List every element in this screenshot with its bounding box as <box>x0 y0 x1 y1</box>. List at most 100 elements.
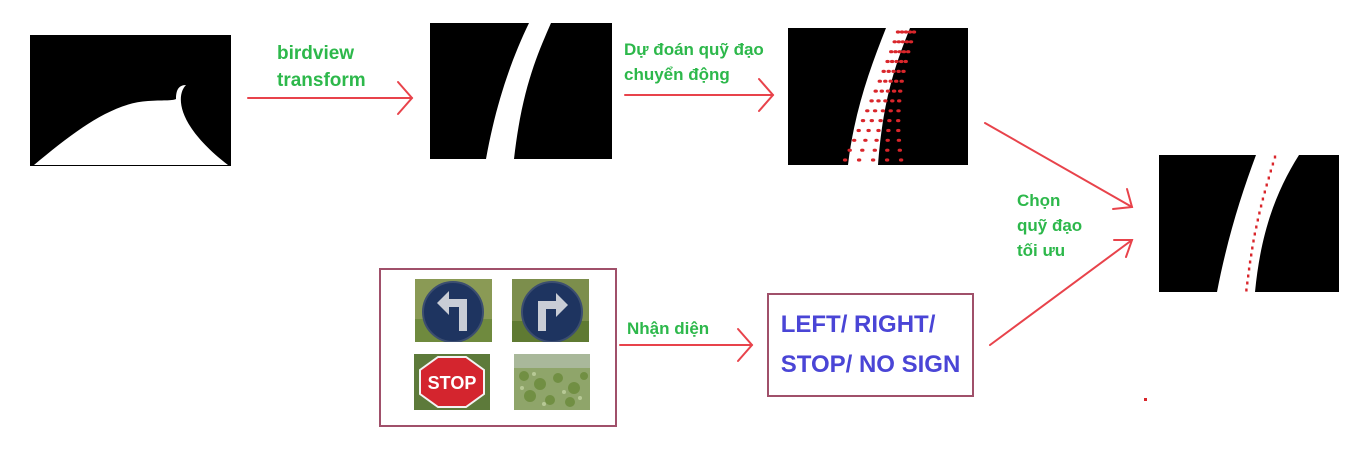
arrow-birdview <box>247 81 414 115</box>
optimal-trajectory-dot <box>1247 274 1250 278</box>
trajectory-dot <box>903 30 909 34</box>
choose-label: Chọn quỹ đạo tối ưu <box>1017 191 1083 260</box>
trajectory-dot <box>856 128 861 133</box>
stop-sign-text: STOP <box>428 373 477 393</box>
optimal-trajectory-dot <box>1273 155 1277 159</box>
optimal-trajectory-dot <box>1248 260 1252 264</box>
traffic-signs-box <box>379 268 617 427</box>
trajectory-dot <box>896 69 901 73</box>
trajectory-dot <box>896 119 901 123</box>
trajectory-dot <box>886 69 891 73</box>
arrow-choose-top <box>984 122 1134 210</box>
classification-result-box: LEFT/ RIGHT/ STOP/ NO SIGN <box>767 293 974 397</box>
optimal-trajectory-dot <box>1263 190 1266 194</box>
trajectory-dot <box>889 59 895 64</box>
trajectory-dot <box>881 69 886 73</box>
trajectory-dot <box>888 109 893 113</box>
trajectory-dot <box>885 89 891 93</box>
arrow-predict <box>624 78 775 112</box>
trajectory-dot <box>863 138 868 142</box>
trajectory-dot <box>860 119 866 123</box>
trajectory-dot <box>900 40 905 44</box>
trajectory-dot <box>874 138 879 142</box>
trajectory-dot <box>878 119 883 123</box>
trajectory-dot <box>860 148 865 152</box>
trajectory-dot <box>880 109 886 113</box>
trajectory-dot <box>869 119 874 123</box>
trajectory-dot <box>883 99 888 103</box>
optimal-trajectory-image <box>1159 155 1339 292</box>
optimal-trajectory-dot <box>1256 218 1259 222</box>
trajectory-dot <box>865 109 870 113</box>
optimal-trajectory-dot <box>1245 288 1248 292</box>
optimal-trajectory-dot <box>1253 232 1256 236</box>
trajectory-prediction-image <box>788 28 968 165</box>
trajectory-dot <box>896 138 902 142</box>
trajectory-dot <box>842 158 848 162</box>
trajectory-dot <box>891 69 896 73</box>
trajectory-dot <box>876 99 881 103</box>
trajectory-dot <box>907 30 913 34</box>
optimal-trajectory-dot <box>1258 211 1261 215</box>
trajectory-dot <box>897 148 902 152</box>
trajectory-dot <box>873 89 878 93</box>
trajectory-dot <box>883 79 888 83</box>
optimal-trajectory-dot <box>1250 253 1253 257</box>
trajectory-dot <box>899 79 904 83</box>
stray-dot <box>1144 398 1147 401</box>
optimal-trajectory-dot <box>1269 169 1272 173</box>
trajectory-dot <box>894 79 899 83</box>
optimal-trajectory-dot <box>1246 281 1249 285</box>
trajectory-dot <box>899 59 904 64</box>
trajectory-dot <box>901 50 907 54</box>
classification-result-text: LEFT/ RIGHT/ STOP/ NO SIGN <box>780 311 961 378</box>
trajectory-dot <box>885 138 890 142</box>
left-turn-sign-icon <box>415 279 492 342</box>
birdview-label: birdview transform <box>277 43 366 91</box>
predict-label: Dự đoán quỹ đạo chuyển động <box>624 40 764 84</box>
optimal-trajectory-dot <box>1247 267 1251 271</box>
trajectory-dot <box>896 109 901 113</box>
trajectory-dot <box>872 109 878 113</box>
trajectory-dot <box>870 158 876 162</box>
trajectory-dot <box>904 40 910 44</box>
optimal-trajectory-dot <box>1259 204 1263 208</box>
trajectory-dot <box>895 30 901 34</box>
trajectory-dot <box>901 69 906 73</box>
trajectory-dot <box>887 119 892 123</box>
trajectory-dot <box>856 158 862 162</box>
trajectory-dot <box>893 50 898 54</box>
optimal-trajectory-dot <box>1255 225 1258 229</box>
recognize-label: Nhận diện <box>627 319 710 338</box>
trajectory-dot <box>898 89 903 93</box>
right-turn-sign-icon <box>512 279 589 342</box>
optimal-trajectory-dot <box>1267 176 1270 180</box>
optimal-trajectory-dot <box>1261 197 1265 201</box>
trajectory-dot <box>898 158 904 162</box>
trajectory-dot <box>884 158 890 162</box>
trajectory-dot <box>847 148 852 152</box>
trajectory-dot <box>906 50 911 54</box>
trajectory-dot <box>896 128 901 133</box>
optimal-trajectory-dot <box>1271 162 1275 166</box>
trajectory-dot <box>897 99 902 103</box>
trajectory-dot <box>891 89 897 93</box>
trajectory-dot <box>897 50 902 54</box>
trajectory-dot <box>869 99 874 103</box>
trajectory-dot <box>896 40 901 44</box>
trajectory-dot <box>876 128 881 133</box>
trajectory-dot <box>879 89 884 93</box>
stop-sign-icon: STOP <box>414 354 490 410</box>
trajectory-dot <box>911 30 917 34</box>
trajectory-dot <box>852 138 857 142</box>
trajectory-dot <box>885 148 890 152</box>
trajectory-dot <box>892 40 897 44</box>
arrow-recognize <box>619 328 754 362</box>
no-sign-grass-image <box>514 354 590 410</box>
trajectory-dot <box>885 59 890 64</box>
trajectory-dot <box>866 128 871 133</box>
birdview-image <box>430 23 612 159</box>
trajectory-dot <box>903 59 908 64</box>
trajectory-dot <box>908 40 914 44</box>
